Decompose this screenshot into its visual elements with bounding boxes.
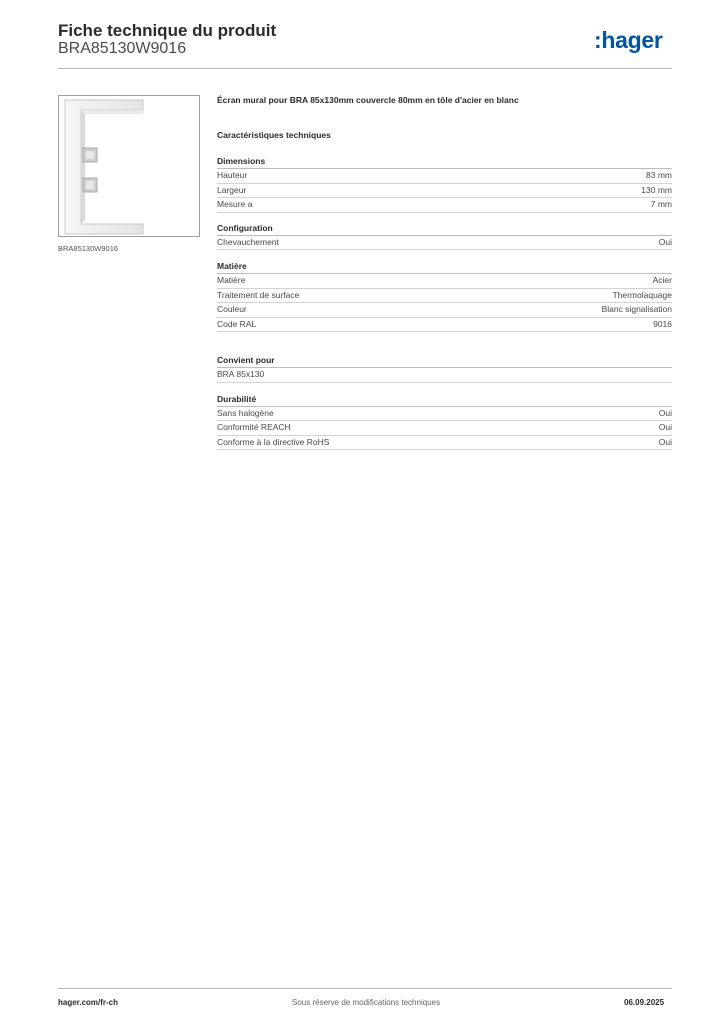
wall-cover-plate-image bbox=[64, 99, 144, 235]
row-value: 7 mm bbox=[650, 199, 672, 209]
row-label: Code RAL bbox=[217, 318, 257, 329]
row-value: Blanc signalisation bbox=[601, 304, 672, 314]
section-title: Convient pour bbox=[217, 353, 672, 368]
section-compatible: Convient pour BRA 85x130 bbox=[217, 353, 672, 383]
table-row: Chevauchement Oui bbox=[217, 236, 672, 250]
table-row: Mesure a 7 mm bbox=[217, 198, 672, 213]
hager-logo[interactable]: :hager bbox=[594, 27, 663, 53]
table-row: Traitement de surface Thermolaquage bbox=[217, 289, 672, 303]
product-description: Écran mural pour BRA 85x130mm couvercle … bbox=[217, 95, 519, 105]
product-code: BRA85130W9016 bbox=[58, 40, 187, 57]
row-value: 9016 bbox=[653, 318, 672, 329]
footer-divider bbox=[58, 988, 672, 989]
image-caption: BRA85130W9016 bbox=[58, 244, 119, 253]
row-label: Mesure a bbox=[217, 199, 253, 209]
row-value: Oui bbox=[658, 236, 672, 247]
footer-website-link[interactable]: hager.com/fr-ch bbox=[58, 998, 119, 1007]
header-divider bbox=[58, 68, 672, 69]
row-label: Matière bbox=[217, 275, 246, 285]
row-value: Acier bbox=[652, 275, 672, 285]
row-label: Couleur bbox=[217, 304, 247, 314]
table-row: Hauteur 83 mm bbox=[217, 169, 672, 184]
row-value: Thermolaquage bbox=[612, 289, 672, 300]
section-title: Configuration bbox=[217, 221, 672, 236]
table-row: Matière Acier bbox=[217, 274, 672, 289]
row-label: BRA 85x130 bbox=[217, 369, 265, 379]
table-row: Largeur 130 mm bbox=[217, 184, 672, 198]
row-value: Oui bbox=[658, 436, 672, 447]
section-dimensions: Dimensions Hauteur 83 mm Largeur 130 mm Me… bbox=[217, 154, 672, 213]
section-title: Matière bbox=[217, 259, 672, 274]
table-row: Couleur Blanc signalisation bbox=[217, 303, 672, 318]
table-row: Conformité REACH Oui bbox=[217, 421, 672, 436]
product-image bbox=[58, 95, 200, 237]
table-row: Code RAL 9016 bbox=[217, 318, 672, 332]
row-value: Oui bbox=[658, 407, 672, 418]
page-title: Fiche technique du produit bbox=[58, 21, 277, 40]
row-label: Chevauchement bbox=[217, 236, 279, 247]
row-label: Traitement de surface bbox=[217, 289, 300, 300]
table-row: Sans halogène Oui bbox=[217, 407, 672, 421]
row-value: 83 mm bbox=[646, 170, 672, 180]
section-title: Durabilité bbox=[217, 392, 672, 407]
row-label: Hauteur bbox=[217, 170, 248, 180]
row-value: 130 mm bbox=[641, 184, 672, 195]
row-label: Conformité REACH bbox=[217, 422, 291, 432]
section-configuration: Configuration Chevauchement Oui bbox=[217, 221, 672, 250]
footer-date: 06.09.2025 bbox=[624, 998, 665, 1007]
section-title: Dimensions bbox=[217, 154, 672, 169]
row-value: Oui bbox=[658, 422, 672, 432]
row-label: Conforme à la directive RoHS bbox=[217, 436, 330, 447]
spec-content: Écran mural pour BRA 85x130mm couvercle … bbox=[217, 94, 672, 450]
row-label: Largeur bbox=[217, 184, 247, 195]
table-row: Conforme à la directive RoHS Oui bbox=[217, 436, 672, 450]
table-row: BRA 85x130 bbox=[217, 368, 672, 383]
row-label: Sans halogène bbox=[217, 407, 274, 418]
tech-characteristics-title: Caractéristiques techniques bbox=[217, 130, 331, 140]
footer-disclaimer: Sous réserve de modifications techniques bbox=[292, 998, 441, 1007]
